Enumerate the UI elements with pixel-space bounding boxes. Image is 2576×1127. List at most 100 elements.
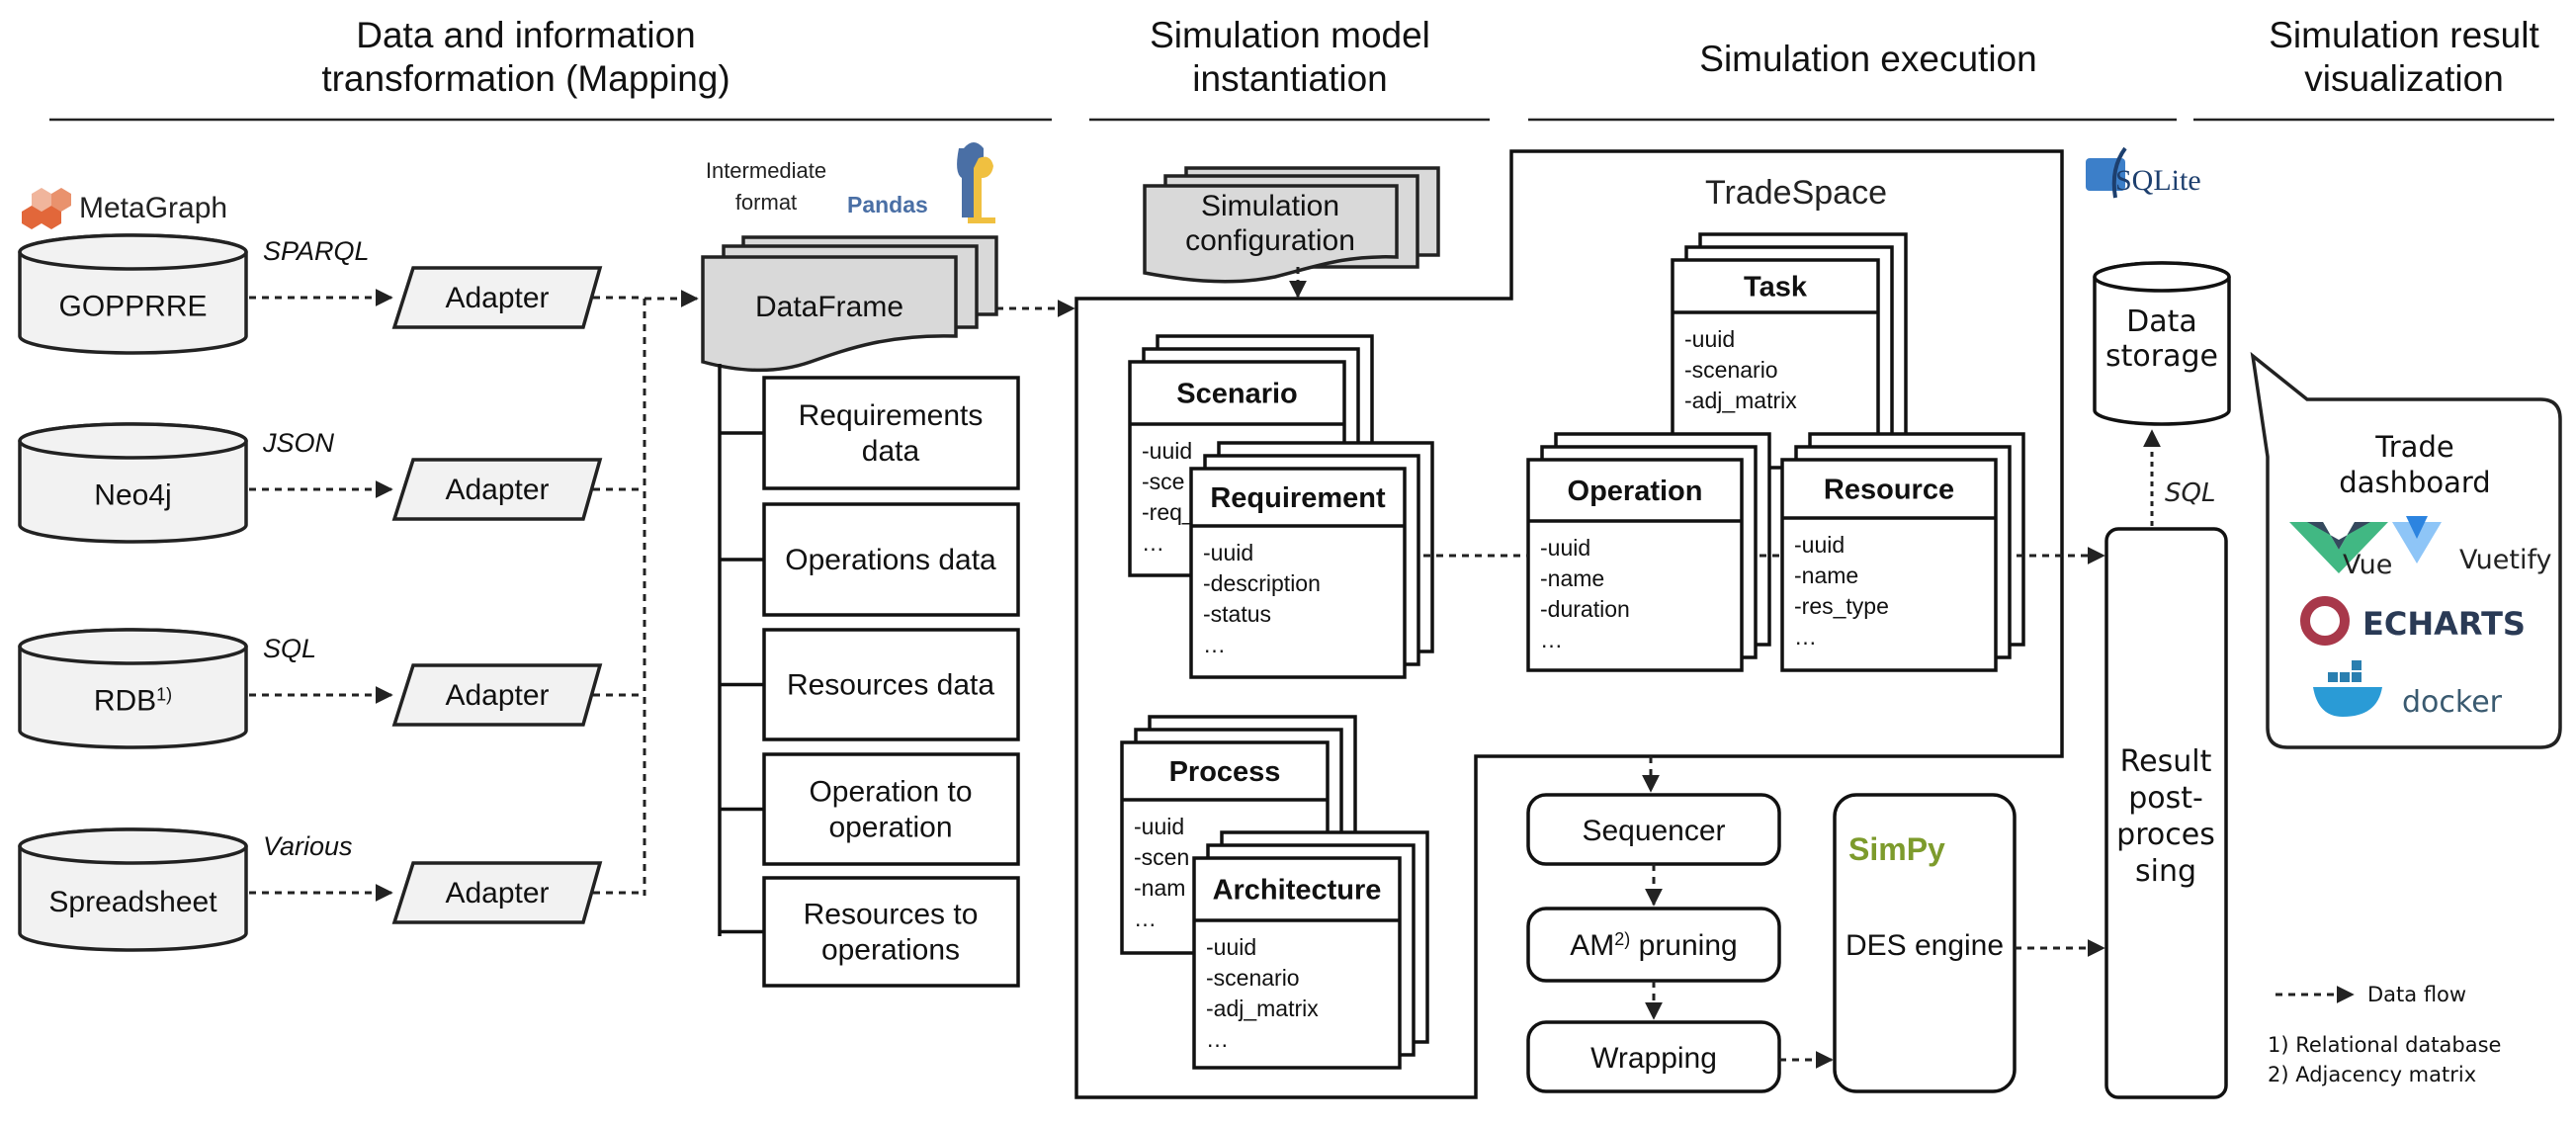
class-title: Process [1169,756,1281,788]
class-attribute: -req_ [1142,499,1196,525]
simpy-logo-text: SimPy [1848,831,1945,867]
adapter-label: Adapter [445,679,549,712]
protocol-label: SQL [263,634,316,663]
wrapping-label: Wrapping [1590,1042,1717,1075]
section-header-mapping: Data and information transformation (Map… [49,15,1052,122]
class-attribute: -nam [1134,875,1185,901]
section-header-execution: Simulation execution [1528,39,2177,122]
footnote-ref: 2) [1614,929,1630,949]
sequencer-box: Sequencer [1526,793,1781,866]
adapter-label: Adapter [445,877,549,910]
intermediate-item: Operations data [720,502,1020,617]
class-attribute: -adj_matrix [1206,996,1319,1021]
des-engine-label: DES engine [1846,929,2004,962]
simpy-logo: SimPy [1848,831,1945,867]
class-requirement: Requirement-uuid-description-status… [1189,441,1434,679]
vuetify-logo-text: Vuetify [2459,545,2551,575]
source-label: Neo4j [94,479,171,512]
docker-logo: docker [2313,660,2503,720]
intermediate-caption: Intermediate [706,158,826,183]
pandas-logo: Pandas [847,142,995,223]
protocol-label: SPARQL [263,236,370,266]
sql-label: SQL [2165,478,2215,508]
simulation-config-label: configuration [1185,224,1355,257]
postprocessing-label: proces [2116,818,2215,852]
intermediate-item-label: Operations data [785,544,996,576]
adapter: Adapter [391,458,603,521]
footnote: 1) Relational database [2268,1033,2501,1057]
source-gopprre: GOPPRRE SPARQL Adapter [18,233,644,355]
tradespace-title: TradeSpace [1705,174,1887,212]
intermediate-item: Resources data [720,628,1020,741]
des-engine-box: SimPy DES engine [1833,793,2017,1093]
header-line: Data and information [356,15,695,55]
dataframe-stack: DataFrame [701,235,998,373]
postprocessing-label: Result [2120,744,2212,779]
class-operation: Operation-uuid-name-duration… [1526,432,1771,672]
adapter-label: Adapter [445,474,549,506]
vuetify-logo: Vuetify [2392,516,2551,575]
class-attribute: -uuid [1142,438,1192,464]
footnote-ref: 1) [156,685,172,705]
dashboard-title: dashboard [2339,466,2490,499]
postprocessing-label: post- [2128,781,2203,816]
source-name: GOPPRRE [58,291,207,323]
simulation-config-stack: Simulation configuration [1143,166,1440,284]
class-attribute: -scen [1134,844,1189,870]
sqlite-logo: SQLite [2086,146,2201,199]
section-header-instantiation: Simulation model instantiation [1089,15,1490,122]
legend-dataflow-label: Data flow [2367,983,2466,1006]
class-task: Task-uuid-scenario-adj_matrix [1671,232,1908,470]
am-pruning-box: AM2) pruning [1526,907,1781,983]
class-attribute: … [1142,530,1164,556]
data-storage-cylinder: Data storage [2093,261,2231,426]
source-name: Neo4j [94,479,171,512]
class-attribute: -adj_matrix [1684,388,1797,413]
am-pruning-label: AM2) pruning [1570,929,1737,962]
data-storage-label: storage [2105,339,2218,374]
postprocessing-label: sing [2135,854,2196,889]
source-neo4j: Neo4j JSON Adapter [18,422,644,544]
class-attribute: -name [1540,565,1604,591]
dataframe-label: DataFrame [755,291,903,323]
vue-logo: Vue [2289,522,2392,580]
class-attribute: -description [1203,570,1321,596]
class-title: Architecture [1213,875,1382,907]
class-attribute: … [1206,1026,1229,1052]
class-attribute: … [1794,624,1817,650]
metagraph-logo-text: MetaGraph [79,192,227,224]
adapter-label: Adapter [445,282,549,314]
legend: Data flow 1) Relational database 2) Adja… [2268,983,2501,1086]
class-stacks: Scenario-uuid-sce-req_…Requirement-uuid-… [1120,232,2025,1070]
class-architecture: Architecture-uuid-scenario-adj_matrix… [1192,830,1429,1070]
class-title: Scenario [1176,379,1298,410]
class-attribute: -uuid [1203,540,1253,565]
protocol-label: JSON [262,428,335,458]
class-attribute: -sce [1142,469,1184,494]
docker-logo-text: docker [2402,685,2503,720]
wrapping-box: Wrapping [1526,1020,1781,1093]
sequencer-label: Sequencer [1582,815,1725,847]
vue-logo-text: Vue [2343,550,2392,580]
header-line: Simulation model [1150,15,1430,55]
dashboard-title: Trade [2374,430,2453,464]
class-title: Operation [1568,476,1703,507]
intermediate-item-label: Operation to [809,776,972,809]
source-label: GOPPRRE [58,291,207,323]
class-attribute: -res_type [1794,593,1889,619]
class-attribute: -status [1203,601,1271,627]
class-title: Resource [1824,475,1954,506]
echarts-logo-text: ECHARTS [2362,605,2526,643]
intermediate-item-label: Resources data [787,669,994,702]
pruning-text: pruning [1630,929,1737,962]
class-attribute: -scenario [1206,965,1300,991]
intermediate-item-label: Resources to [804,899,979,931]
class-attribute: -uuid [1540,535,1590,561]
intermediate-item-label: operation [828,812,952,844]
class-attribute: … [1203,632,1226,657]
source-name: RDB [94,685,156,718]
intermediate-item-label: operations [821,934,960,967]
